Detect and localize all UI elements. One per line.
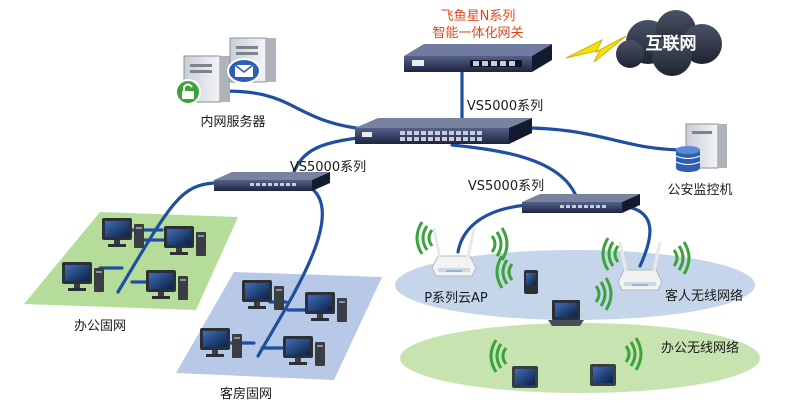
access-point-icon bbox=[430, 226, 478, 278]
guest-wireless-label: 客人无线网络 bbox=[665, 288, 743, 304]
core-switch: VS5000系列 bbox=[355, 99, 543, 144]
gateway-title-line2: 智能一体化网关 bbox=[432, 26, 523, 41]
ap-label: P系列云AP bbox=[424, 291, 488, 306]
guest-wired-label: 客房固网 bbox=[220, 386, 272, 402]
mail-icon bbox=[227, 58, 261, 84]
intranet-server-label: 内网服务器 bbox=[200, 114, 265, 130]
tablet-icon bbox=[512, 366, 538, 388]
gateway-device: 飞鱼星N系列 智能一体化网关 bbox=[404, 8, 552, 72]
laptop-icon bbox=[548, 300, 584, 326]
police-monitor: 公安监控机 bbox=[667, 123, 733, 198]
lightning-link-icon bbox=[565, 35, 627, 63]
pda-icon bbox=[524, 270, 538, 294]
guest-wireless-zone bbox=[395, 250, 755, 320]
police-monitor-label: 公安监控机 bbox=[667, 183, 732, 198]
right-switch: VS5000系列 bbox=[468, 179, 640, 213]
right-switch-label: VS5000系列 bbox=[468, 179, 544, 194]
core-switch-label: VS5000系列 bbox=[467, 99, 543, 114]
intranet-server: 内网服务器 bbox=[175, 37, 276, 130]
gateway-title-line1: 飞鱼星N系列 bbox=[441, 8, 516, 24]
office-wireless-zone bbox=[400, 323, 760, 393]
office-wired-label: 办公固网 bbox=[74, 319, 126, 334]
left-switch: VS5000系列 bbox=[214, 160, 366, 191]
office-wireless-clients bbox=[489, 336, 643, 388]
internet-cloud: 互联网 bbox=[616, 10, 722, 76]
cloud-icon bbox=[616, 10, 722, 76]
wifi-signal-icon bbox=[415, 220, 434, 256]
office-wireless-label: 办公无线网络 bbox=[661, 340, 739, 356]
lock-icon bbox=[175, 79, 201, 105]
left-switch-label: VS5000系列 bbox=[290, 160, 366, 175]
database-icon bbox=[675, 146, 701, 172]
tablet-icon bbox=[590, 364, 616, 386]
internet-label: 互联网 bbox=[646, 34, 697, 54]
guest-wireless-clients bbox=[495, 254, 613, 326]
